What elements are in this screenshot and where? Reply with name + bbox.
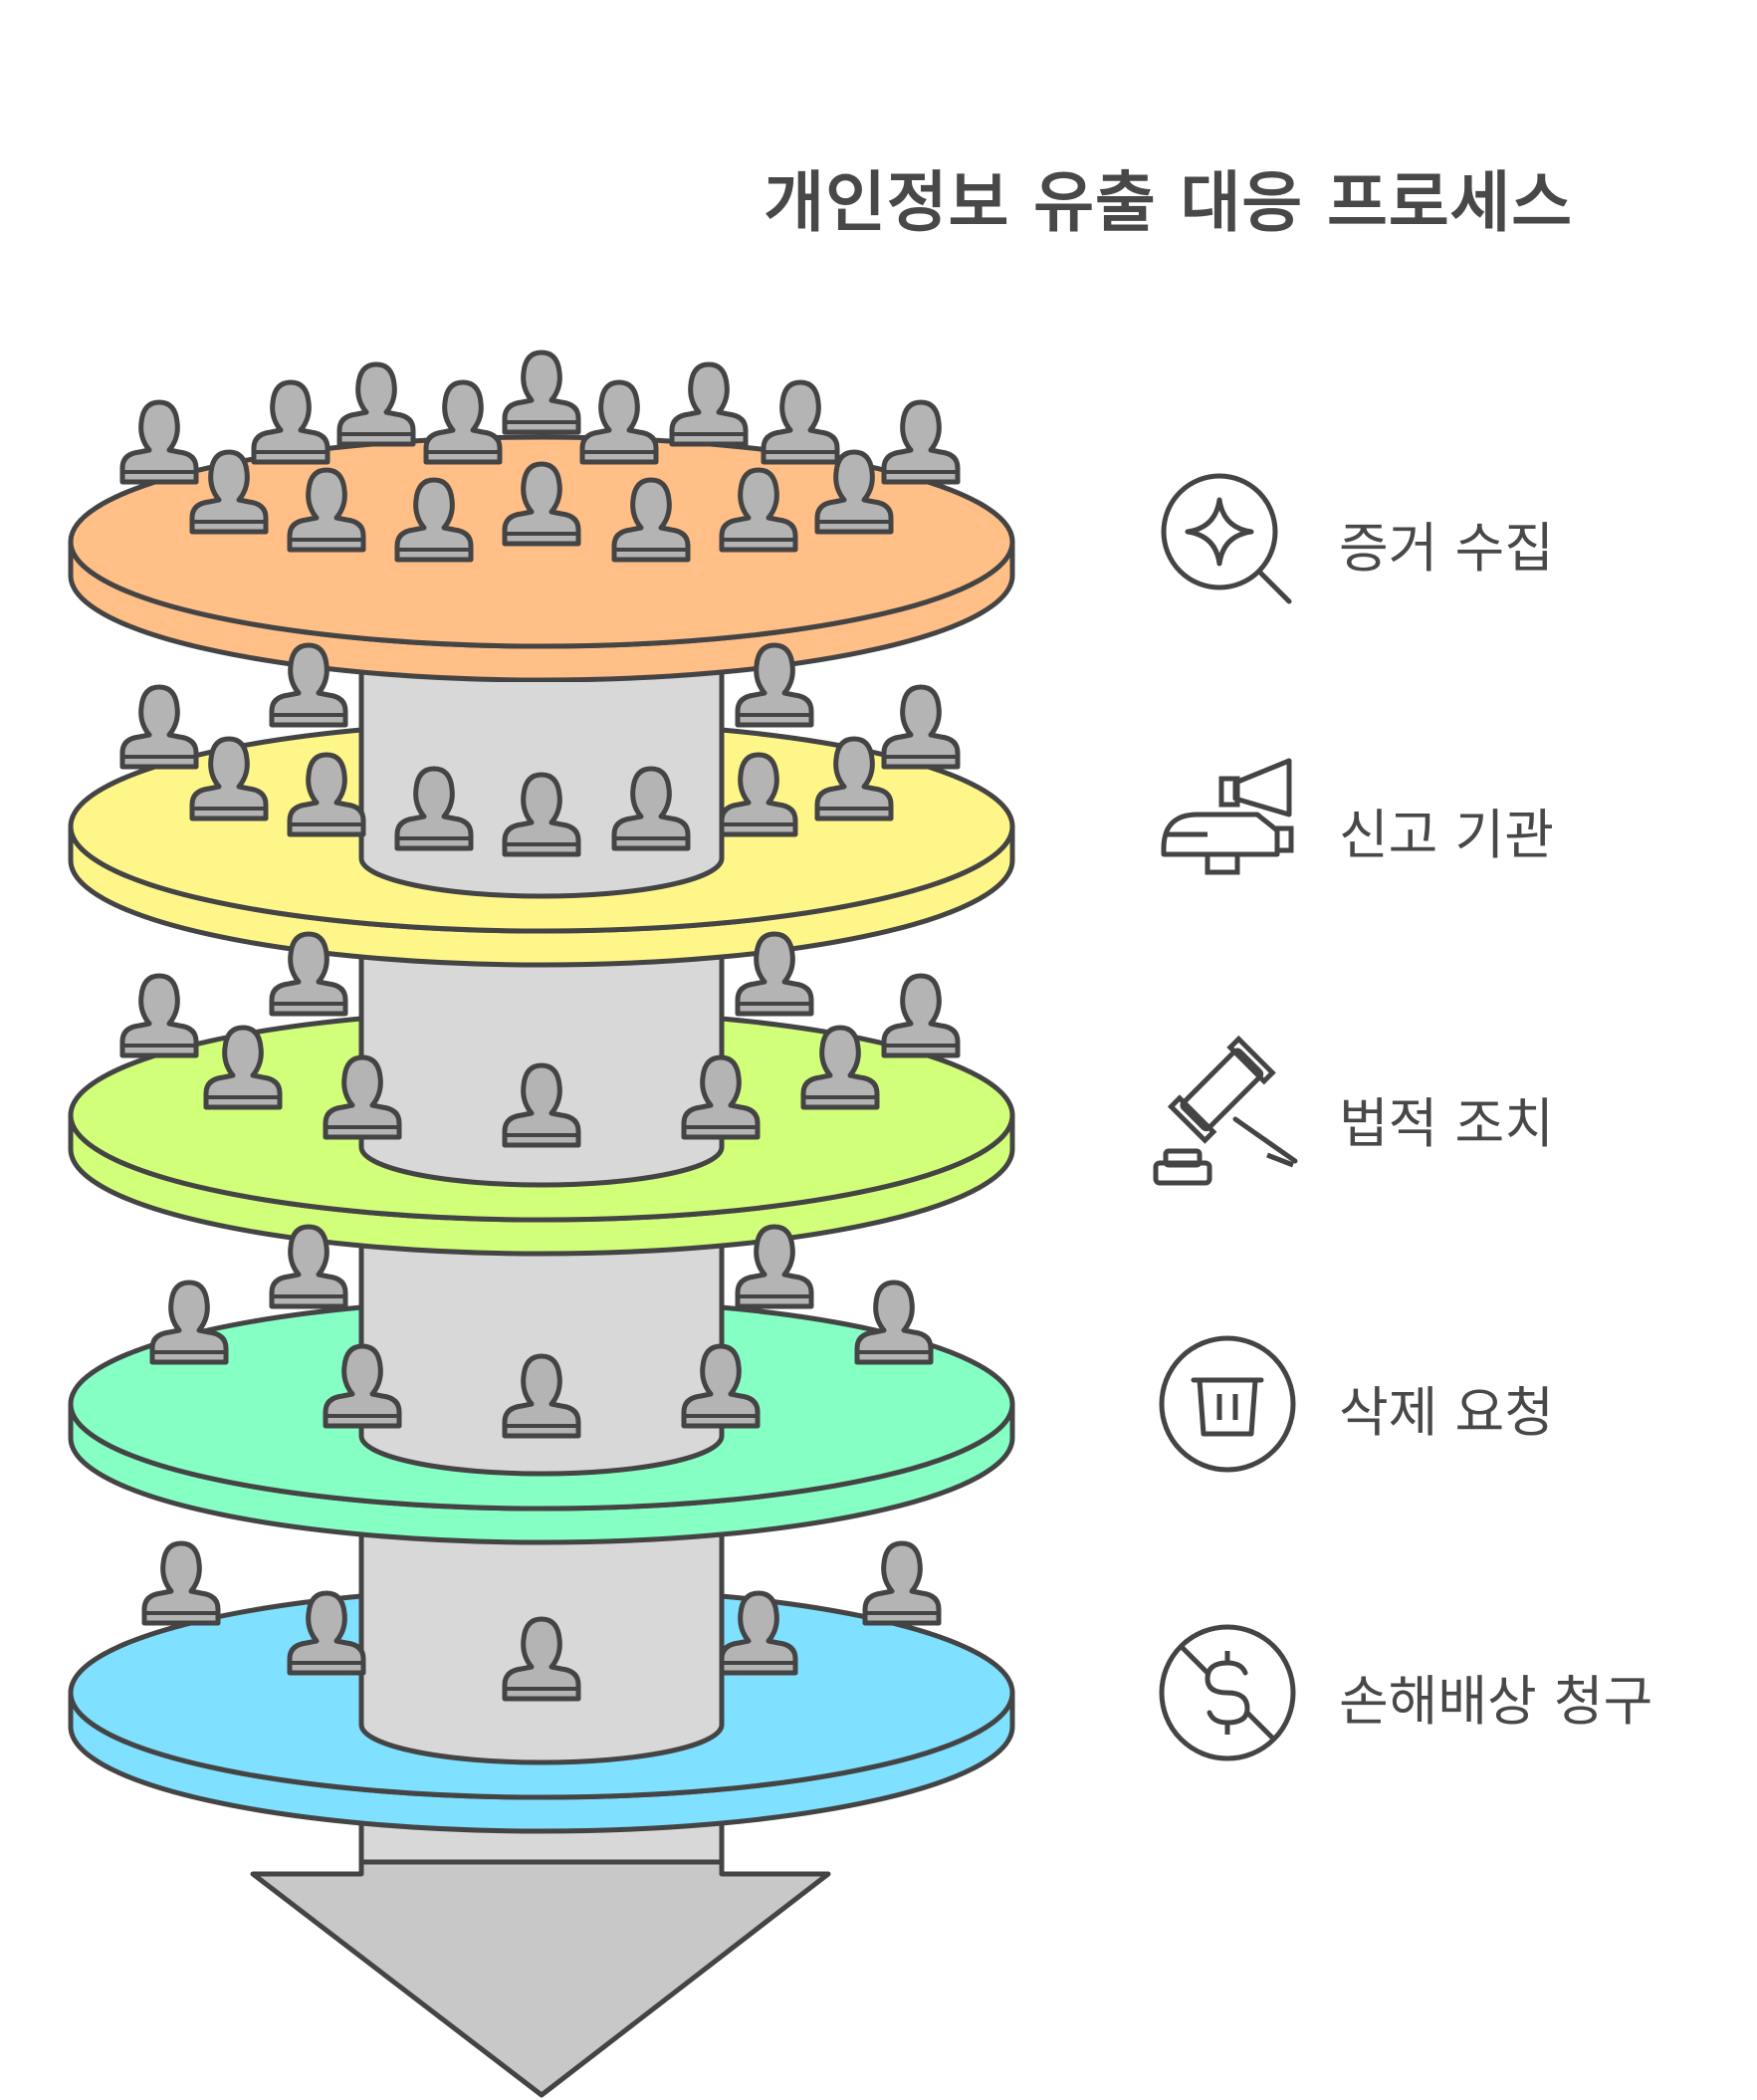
stage-disc-1 bbox=[68, 350, 1015, 683]
person-icon bbox=[502, 1616, 581, 1702]
stage-label-5: 손해배상 청구 bbox=[1339, 1670, 1653, 1733]
diagram-title: 개인정보 유출 대응 프로세스 bbox=[764, 164, 1573, 241]
person-icon bbox=[119, 973, 199, 1058]
stage-label-1: 증거 수집 bbox=[1339, 517, 1554, 580]
stage-disc-2 bbox=[68, 642, 1015, 968]
person-icon bbox=[719, 1590, 798, 1676]
megaphone-icon bbox=[1161, 758, 1294, 875]
stage-disc-5 bbox=[68, 1540, 1015, 1834]
person-icon bbox=[881, 973, 961, 1058]
stage-label-2: 신고 기관 bbox=[1339, 804, 1554, 866]
person-icon bbox=[800, 1025, 880, 1110]
person-icon bbox=[269, 1224, 348, 1309]
person-icon bbox=[669, 361, 749, 447]
person-icon bbox=[862, 1540, 942, 1626]
person-icon bbox=[814, 449, 894, 535]
stage-label-3: 법적 조치 bbox=[1339, 1092, 1554, 1155]
person-icon bbox=[423, 379, 503, 465]
person-icon bbox=[189, 449, 269, 535]
person-icon bbox=[735, 931, 814, 1017]
person-icon bbox=[269, 642, 348, 728]
stage-label-4: 삭제 요청 bbox=[1339, 1381, 1554, 1444]
person-icon bbox=[681, 1054, 761, 1140]
person-icon bbox=[502, 350, 581, 435]
person-icon bbox=[323, 1054, 402, 1140]
person-icon bbox=[119, 684, 199, 770]
person-icon bbox=[394, 766, 474, 851]
person-icon bbox=[269, 931, 348, 1017]
down-arrow bbox=[250, 1859, 831, 2098]
person-icon bbox=[189, 736, 269, 821]
crossed-dollar-icon bbox=[1159, 1624, 1296, 1761]
person-icon bbox=[119, 399, 199, 485]
person-icon bbox=[719, 752, 798, 837]
person-icon bbox=[287, 467, 366, 553]
person-icon bbox=[394, 477, 474, 563]
person-icon bbox=[323, 1343, 402, 1429]
person-icon bbox=[287, 1590, 366, 1676]
person-icon bbox=[611, 477, 691, 563]
stage-disc-3 bbox=[68, 931, 1015, 1257]
person-icon bbox=[502, 1353, 581, 1439]
gavel-icon bbox=[1153, 1035, 1298, 1186]
person-icon bbox=[735, 1224, 814, 1309]
person-icon bbox=[203, 1025, 283, 1110]
trash-can-icon bbox=[1159, 1335, 1296, 1473]
person-icon bbox=[579, 379, 659, 465]
stage-disc-4 bbox=[68, 1224, 1015, 1545]
person-icon bbox=[881, 684, 961, 770]
person-icon bbox=[681, 1343, 761, 1429]
person-icon bbox=[735, 642, 814, 728]
person-icon bbox=[287, 752, 366, 837]
person-icon bbox=[502, 772, 581, 857]
person-icon bbox=[502, 461, 581, 547]
person-icon bbox=[719, 467, 798, 553]
magnifier-sparkle-icon bbox=[1161, 473, 1292, 604]
person-icon bbox=[149, 1280, 229, 1365]
person-icon bbox=[854, 1280, 934, 1365]
person-icon bbox=[761, 379, 840, 465]
person-icon bbox=[814, 736, 894, 821]
person-icon bbox=[611, 766, 691, 851]
person-icon bbox=[502, 1062, 581, 1148]
person-icon bbox=[881, 399, 961, 485]
person-icon bbox=[251, 379, 330, 465]
person-icon bbox=[141, 1540, 221, 1626]
person-icon bbox=[336, 361, 416, 447]
